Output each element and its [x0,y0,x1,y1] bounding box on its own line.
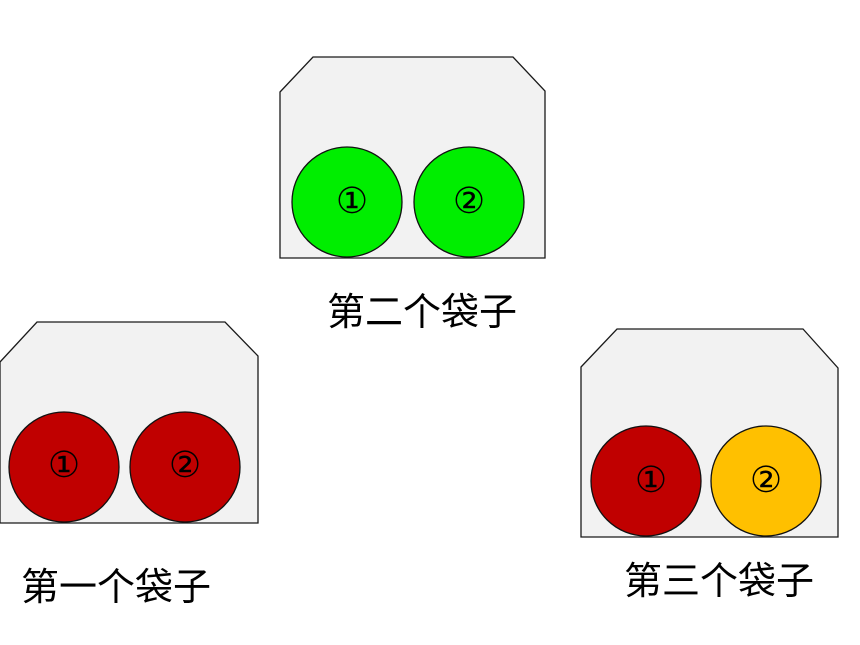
bag-1-ball-1-number: ① [48,445,80,486]
bag-2-ball-1-number: ① [336,181,368,222]
bag-3-ball-2 [710,425,822,537]
bag-1-ball-2-number: ② [169,445,201,486]
bag-1-ball-1 [8,411,120,523]
bag-3-ball-1 [590,425,702,537]
bag-3-ball-2-number: ② [750,460,782,501]
bag-1: ① ② 第一个袋子 [0,321,259,609]
bag-1-label: 第一个袋子 [21,565,211,609]
bag-1-ball-2 [129,411,241,523]
bag-3-ball-1-number: ① [635,460,667,501]
bag-3: ① ② 第三个袋子 [580,328,839,603]
bag-2-ball-1 [291,146,403,258]
bag-2-ball-2-number: ② [453,181,485,222]
bag-2-label: 第二个袋子 [327,290,517,334]
bag-3-label: 第三个袋子 [624,559,814,603]
bag-2: ① ② 第二个袋子 [279,56,546,334]
bag-2-ball-2 [413,146,525,258]
